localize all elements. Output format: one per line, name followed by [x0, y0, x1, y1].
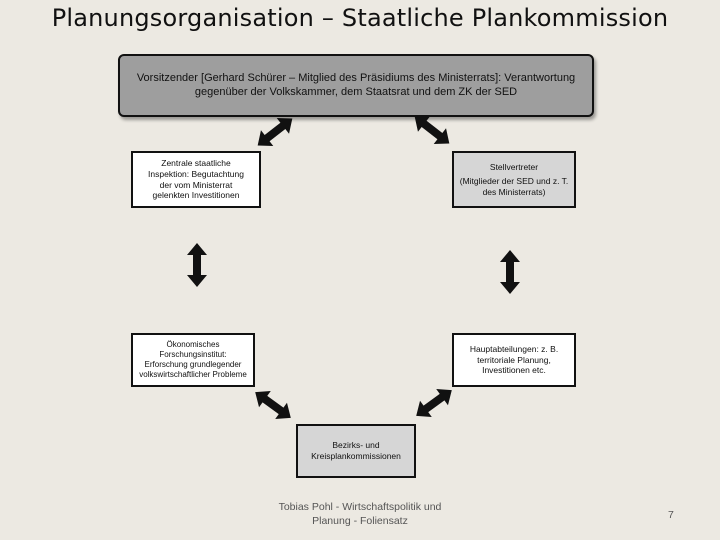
inspection-text-line: der vom Ministerrat	[159, 179, 233, 190]
double-arrow-icon	[500, 250, 520, 294]
double-arrow-icon	[187, 243, 207, 287]
deputy-text-line: des Ministerrats)	[482, 186, 546, 197]
economic-text-line: Ökonomisches	[166, 340, 220, 349]
district-commissions-box: Bezirks- und Kreisplankommissionen	[296, 424, 416, 478]
deputy-text-line: Stellvertreter	[489, 161, 539, 172]
inspection-box: Zentrale staatliche Inspektion: Begutach…	[131, 151, 261, 208]
deputy-text-line: (Mitglieder der SED und z. T.	[459, 176, 569, 187]
double-arrow-icon	[257, 117, 293, 147]
economic-text-line: Forschungsinstitut:	[159, 350, 227, 359]
main-departments-text-line: Investitionen etc.	[482, 365, 546, 376]
footer: Tobias Pohl - Wirtschaftspolitik und Pla…	[265, 500, 455, 528]
deputy-box: Stellvertreter (Mitglieder der SED und z…	[452, 151, 576, 208]
chair-box: Vorsitzender [Gerhard Schürer – Mitglied…	[118, 54, 594, 117]
slide-title: Planungsorganisation – Staatliche Planko…	[51, 4, 669, 32]
inspection-text-line: Zentrale staatliche	[161, 158, 231, 169]
double-arrow-icon	[416, 389, 452, 417]
district-text-line: Bezirks- und	[332, 440, 380, 451]
economic-institute-box: Ökonomisches Forschungsinstitut: Erforsc…	[131, 333, 255, 387]
inspection-text-line: gelenkten Investitionen	[152, 190, 240, 201]
double-arrow-icon	[255, 391, 291, 419]
economic-text-line: Erforschung grundlegender	[144, 360, 242, 369]
district-text-line: Kreisplankommissionen	[311, 451, 401, 461]
main-departments-text-line: Hauptabteilungen: z. B.	[469, 344, 559, 355]
chair-text-line-1: Vorsitzender [Gerhard Schürer – Mitglied…	[136, 71, 576, 84]
footer-line-1: Tobias Pohl - Wirtschaftspolitik und	[278, 501, 442, 513]
inspection-text-line: Inspektion: Begutachtung	[148, 168, 244, 179]
main-departments-text-line: territoriale Planung,	[477, 354, 551, 365]
economic-text-line: volkswirtschaftlicher Probleme	[139, 370, 247, 379]
page-number: 7	[668, 509, 674, 521]
main-departments-box: Hauptabteilungen: z. B. territoriale Pla…	[452, 333, 576, 387]
footer-line-2: Planung - Foliensatz	[312, 515, 408, 528]
chair-text-line-2: gegenüber der Volkskammer, dem Staatsrat…	[194, 85, 518, 98]
